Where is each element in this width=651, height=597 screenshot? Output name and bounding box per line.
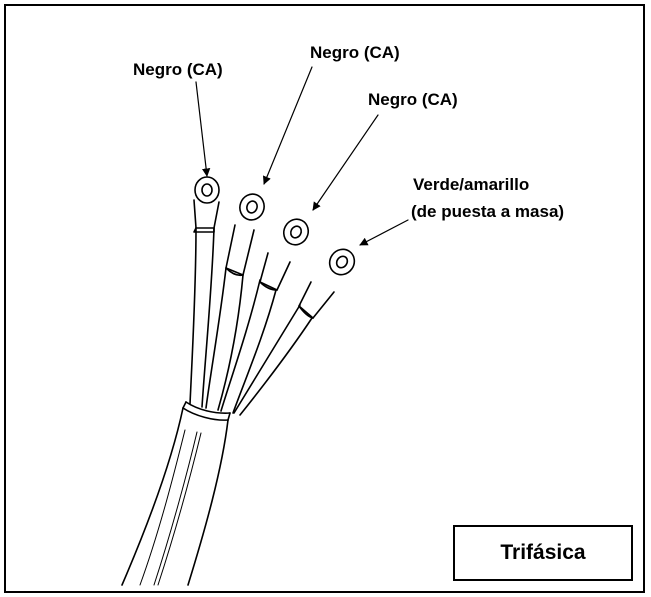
cable-sheath xyxy=(121,401,231,586)
arrow-wire-2 xyxy=(262,66,313,185)
arrow-wire-3 xyxy=(312,114,379,211)
label-wire-2: Negro (CA) xyxy=(310,43,400,62)
label-ground-line-1: Verde/amarillo xyxy=(413,175,530,194)
label-ground-line-2: (de puesta a masa) xyxy=(411,202,565,221)
diagram-frame xyxy=(4,4,645,593)
wire-2 xyxy=(205,193,265,411)
arrow-wire-1 xyxy=(195,81,211,177)
wire-3 xyxy=(220,218,310,414)
label-wire-3: Negro (CA) xyxy=(368,90,458,109)
label-wire-1: Negro (CA) xyxy=(133,60,223,79)
phase-badge: Trifásica xyxy=(453,525,633,581)
arrow-wire-4 xyxy=(359,219,409,246)
leader-arrows xyxy=(195,66,409,246)
wire-1 xyxy=(189,176,220,408)
wire-4 xyxy=(233,248,356,416)
